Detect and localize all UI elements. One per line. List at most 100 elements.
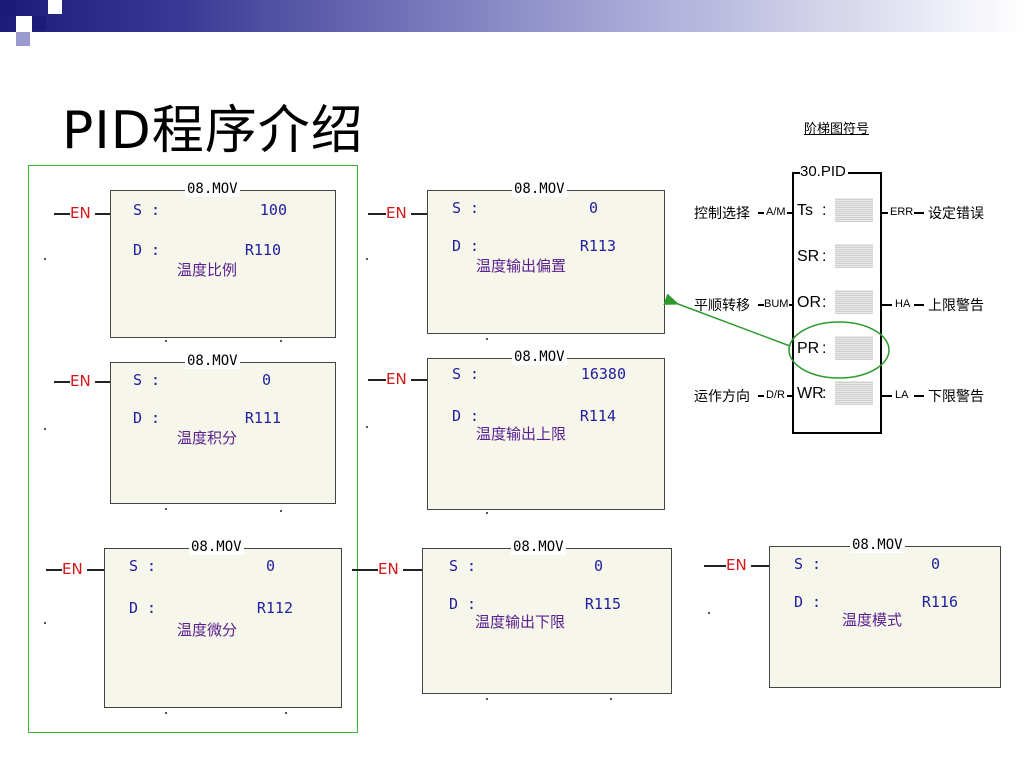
pointer-arrow (663, 293, 791, 347)
wire (54, 381, 70, 383)
mov-block: 08.MOV S : 100 D : R110 温度比例 (110, 181, 336, 338)
pid-symbol-edge (848, 172, 882, 174)
pin-right-signal: ERR (890, 206, 914, 218)
pin-sep: : (822, 248, 827, 265)
wire (704, 565, 726, 567)
ladder-dot (165, 712, 167, 714)
pin-tick (914, 304, 924, 306)
ladder-dot (165, 340, 167, 342)
s-label: S : (452, 365, 480, 383)
pin-tick (789, 304, 793, 306)
mov-block: 08.MOV S : 0 D : R112 温度微分 (104, 539, 342, 708)
s-value: 16380 (580, 365, 626, 383)
d-label: D : (449, 595, 477, 613)
wire (46, 569, 62, 571)
pin-tick (882, 212, 888, 214)
block-op: 08.MOV (185, 353, 240, 369)
d-label: D : (452, 237, 480, 255)
en-label: EN (386, 370, 407, 388)
pin-right-label: 下限警告 (928, 389, 984, 405)
pin-sep: : (822, 385, 827, 402)
wire (95, 213, 110, 215)
s-value: 0 (265, 557, 275, 575)
pin-right-label: 设定错误 (928, 206, 984, 222)
ladder-dot (366, 426, 368, 428)
d-value: R110 (244, 241, 281, 259)
pin-name: Ts (797, 202, 813, 219)
pin-left-label: 控制选择 (694, 206, 750, 222)
wire (751, 565, 769, 567)
s-value: 0 (261, 371, 271, 389)
pin-field (835, 290, 873, 314)
header-square (48, 0, 62, 14)
wire (352, 569, 378, 571)
header-gradient-bar (0, 0, 1024, 32)
block-op: 08.MOV (512, 181, 567, 197)
d-value: R112 (256, 599, 293, 617)
d-label: D : (129, 599, 157, 617)
symbol-heading: 阶梯图符号 (804, 122, 870, 137)
d-label: D : (452, 407, 480, 425)
en-label: EN (726, 556, 747, 574)
pin-left-label: 运作方向 (694, 389, 750, 405)
wire (411, 379, 427, 381)
block-op: 08.MOV (511, 539, 566, 555)
block-desc: 温度微分 (177, 621, 238, 639)
d-label: D : (133, 409, 161, 427)
s-label: S : (794, 555, 822, 573)
wire (411, 213, 427, 215)
d-value: R113 (579, 237, 616, 255)
ladder-dot (44, 622, 46, 624)
pr-highlight-overlay (663, 293, 890, 379)
pin-name: WR (797, 385, 824, 402)
block-desc: 温度模式 (842, 611, 903, 629)
pin-right-signal: LA (895, 389, 909, 401)
slide-title: PID程序介绍 (62, 101, 364, 161)
ladder-dot (44, 428, 46, 430)
pin-tick (787, 395, 793, 397)
s-value: 0 (588, 199, 598, 217)
block-desc: 温度比例 (177, 261, 238, 279)
d-value: R114 (579, 407, 616, 425)
pin-tick (914, 212, 924, 214)
pin-left-signal: BUM (764, 298, 789, 310)
block-desc: 温度输出偏置 (476, 257, 567, 275)
pin-left-label: 平顺转移 (694, 298, 750, 314)
ladder-dot (486, 338, 488, 340)
pin-tick (914, 395, 924, 397)
en-label: EN (70, 204, 91, 222)
pin-name: PR (797, 340, 820, 357)
mov-block: 08.MOV S : 0 D : R115 温度输出下限 (422, 539, 672, 694)
ladder-dot (708, 612, 710, 614)
wire (368, 379, 386, 381)
ladder-dot (610, 698, 612, 700)
d-value: R115 (584, 595, 621, 613)
ladder-dot (366, 258, 368, 260)
pin-right-signal: HA (895, 298, 911, 310)
pin-name: SR (797, 248, 820, 265)
highlight-frame (28, 165, 358, 733)
block-desc: 温度积分 (177, 429, 238, 447)
block-op: 08.MOV (185, 181, 240, 197)
wire (87, 569, 104, 571)
pin-tick (882, 395, 892, 397)
wire (54, 213, 70, 215)
pin-sep: : (822, 202, 827, 219)
ladder-dot (486, 512, 488, 514)
pin-sep: : (822, 294, 827, 311)
s-label: S : (452, 199, 480, 217)
ladder-dot (280, 340, 282, 342)
pr-highlight-ellipse (788, 321, 890, 379)
header-square (16, 16, 32, 32)
en-label: EN (378, 560, 399, 578)
s-label: S : (449, 557, 477, 575)
ladder-dot (486, 698, 488, 700)
s-value: 0 (930, 555, 940, 573)
pin-sep: : (822, 340, 827, 357)
pin-name: OR (797, 294, 821, 311)
s-value: 100 (259, 201, 287, 219)
s-value: 0 (593, 557, 603, 575)
s-label: S : (129, 557, 157, 575)
pin-right-label: 上限警告 (928, 298, 984, 314)
mov-block: 08.MOV S : 16380 D : R114 温度输出上限 (427, 349, 665, 510)
